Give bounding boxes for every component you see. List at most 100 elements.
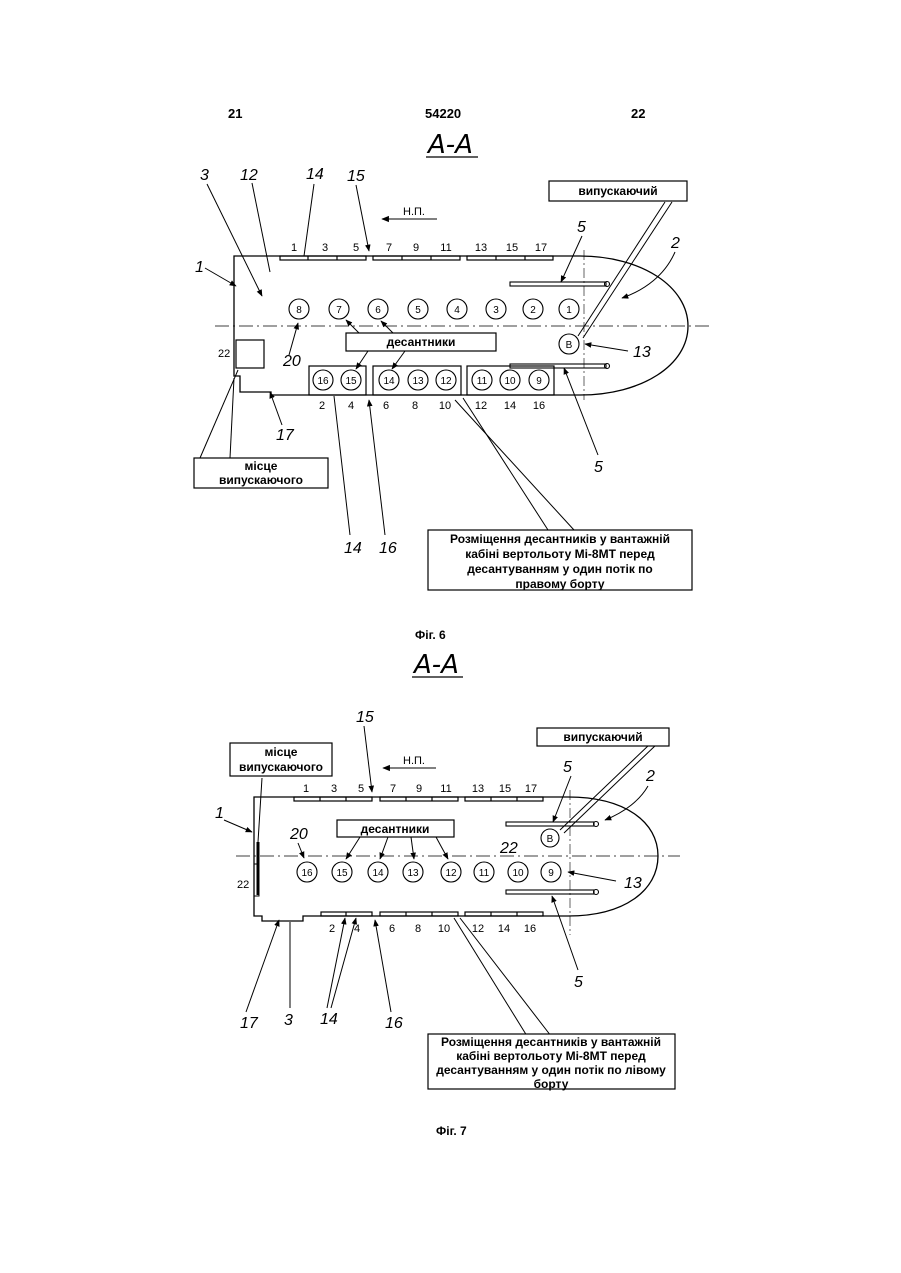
svg-text:Розміщення десантників у ванта: Розміщення десантників у вантажній — [450, 532, 670, 546]
svg-text:9: 9 — [536, 376, 542, 387]
figure-7-caption: Фіг. 7 — [436, 1124, 467, 1138]
releaser-seat — [236, 340, 264, 368]
svg-text:13: 13 — [624, 875, 642, 892]
svg-text:3: 3 — [284, 1012, 293, 1029]
svg-text:6: 6 — [389, 923, 395, 935]
svg-text:16: 16 — [301, 868, 313, 879]
svg-text:7: 7 — [390, 783, 396, 795]
svg-text:5: 5 — [563, 759, 572, 776]
svg-text:14: 14 — [383, 376, 395, 387]
svg-text:12: 12 — [475, 400, 487, 412]
svg-text:1: 1 — [303, 783, 309, 795]
svg-text:десантники: десантники — [387, 335, 456, 349]
svg-text:3: 3 — [322, 242, 328, 254]
svg-text:17: 17 — [240, 1015, 259, 1032]
svg-text:Розміщення десантників у ванта: Розміщення десантників у вантажній — [441, 1035, 661, 1049]
svg-text:11: 11 — [440, 783, 451, 795]
svg-text:1: 1 — [291, 242, 297, 254]
svg-text:10: 10 — [438, 923, 450, 935]
svg-text:15: 15 — [345, 376, 357, 387]
svg-text:16: 16 — [379, 540, 397, 557]
section-label: А-А — [412, 650, 459, 680]
svg-text:22: 22 — [499, 840, 518, 857]
svg-text:8: 8 — [412, 400, 418, 412]
svg-text:8: 8 — [296, 305, 302, 316]
svg-text:14: 14 — [498, 923, 510, 935]
svg-text:7: 7 — [386, 242, 392, 254]
svg-text:2: 2 — [319, 400, 325, 412]
bottom-seat-numbers: 2 4 6 8 10 12 14 16 — [329, 923, 536, 935]
svg-text:14: 14 — [372, 868, 384, 879]
svg-text:22: 22 — [237, 879, 249, 891]
fuselage-outline — [254, 797, 658, 921]
svg-text:13: 13 — [633, 344, 651, 361]
svg-text:15: 15 — [506, 242, 518, 254]
svg-text:12: 12 — [472, 923, 484, 935]
svg-text:10: 10 — [439, 400, 451, 412]
svg-text:кабіні вертольоту Мі-8МТ перед: кабіні вертольоту Мі-8МТ перед — [456, 1049, 646, 1063]
svg-text:13: 13 — [412, 376, 424, 387]
svg-text:8: 8 — [415, 923, 421, 935]
svg-text:16: 16 — [317, 376, 329, 387]
svg-text:10: 10 — [504, 376, 516, 387]
svg-text:випускаючий: випускаючий — [563, 730, 642, 744]
svg-text:випускаючого: випускаючого — [239, 760, 323, 774]
svg-text:5: 5 — [358, 783, 364, 795]
svg-text:6: 6 — [383, 400, 389, 412]
svg-text:14: 14 — [306, 166, 324, 183]
section-label: А-А — [426, 130, 473, 160]
svg-text:10: 10 — [512, 868, 524, 879]
svg-text:3: 3 — [493, 305, 499, 316]
svg-text:17: 17 — [525, 783, 537, 795]
top-seat-numbers: 1 3 5 7 9 11 13 15 17 — [291, 242, 547, 254]
svg-text:15: 15 — [347, 168, 365, 185]
svg-text:15: 15 — [499, 783, 511, 795]
svg-text:2: 2 — [645, 768, 655, 785]
svg-text:22: 22 — [218, 348, 230, 360]
svg-text:15: 15 — [356, 709, 374, 726]
svg-text:кабіні вертольоту Мі-8МТ перед: кабіні вертольоту Мі-8МТ перед — [465, 547, 655, 561]
svg-text:5: 5 — [594, 459, 603, 476]
svg-text:13: 13 — [407, 868, 419, 879]
svg-text:Н.П.: Н.П. — [403, 206, 425, 218]
svg-text:12: 12 — [445, 868, 457, 879]
svg-text:3: 3 — [200, 167, 209, 184]
svg-text:5: 5 — [574, 974, 583, 991]
svg-text:В: В — [547, 834, 554, 845]
svg-text:В: В — [566, 340, 573, 351]
svg-text:9: 9 — [413, 242, 419, 254]
figure-7: А-А 1 3 5 7 9 11 13 1 — [215, 650, 680, 1091]
svg-text:16: 16 — [533, 400, 545, 412]
svg-text:4: 4 — [454, 305, 460, 316]
svg-text:15: 15 — [336, 868, 348, 879]
svg-text:4: 4 — [348, 400, 354, 412]
svg-text:2: 2 — [670, 235, 680, 252]
svg-text:16: 16 — [385, 1015, 403, 1032]
svg-text:13: 13 — [472, 783, 484, 795]
svg-text:17: 17 — [276, 427, 295, 444]
svg-text:1: 1 — [195, 259, 204, 276]
svg-text:5: 5 — [577, 219, 586, 236]
svg-text:11: 11 — [477, 376, 488, 387]
svg-text:5: 5 — [353, 242, 359, 254]
svg-text:14: 14 — [504, 400, 516, 412]
svg-text:2: 2 — [329, 923, 335, 935]
svg-text:2: 2 — [530, 305, 536, 316]
svg-text:7: 7 — [336, 305, 342, 316]
svg-text:випускаючого: випускаючого — [219, 473, 303, 487]
figure-6: А-А 1 3 5 7 9 11 13 15 17 — [194, 130, 710, 591]
svg-text:місце: місце — [245, 459, 278, 473]
top-seat-numbers: 1 3 5 7 9 11 13 15 17 — [303, 783, 537, 795]
svg-text:17: 17 — [535, 242, 547, 254]
callout-numbers: 3 12 14 15 1 2 5 5 13 20 17 14 16 — [195, 166, 680, 557]
svg-text:3: 3 — [331, 783, 337, 795]
svg-text:правому борту: правому борту — [515, 577, 604, 591]
svg-text:14: 14 — [320, 1011, 338, 1028]
svg-text:20: 20 — [289, 826, 308, 843]
svg-text:6: 6 — [375, 305, 381, 316]
svg-text:13: 13 — [475, 242, 487, 254]
svg-text:десантуванням у один потік по: десантуванням у один потік по лівому — [436, 1063, 666, 1077]
svg-text:Н.П.: Н.П. — [403, 755, 425, 767]
svg-text:десантники: десантники — [361, 822, 430, 836]
svg-text:місце: місце — [265, 745, 298, 759]
